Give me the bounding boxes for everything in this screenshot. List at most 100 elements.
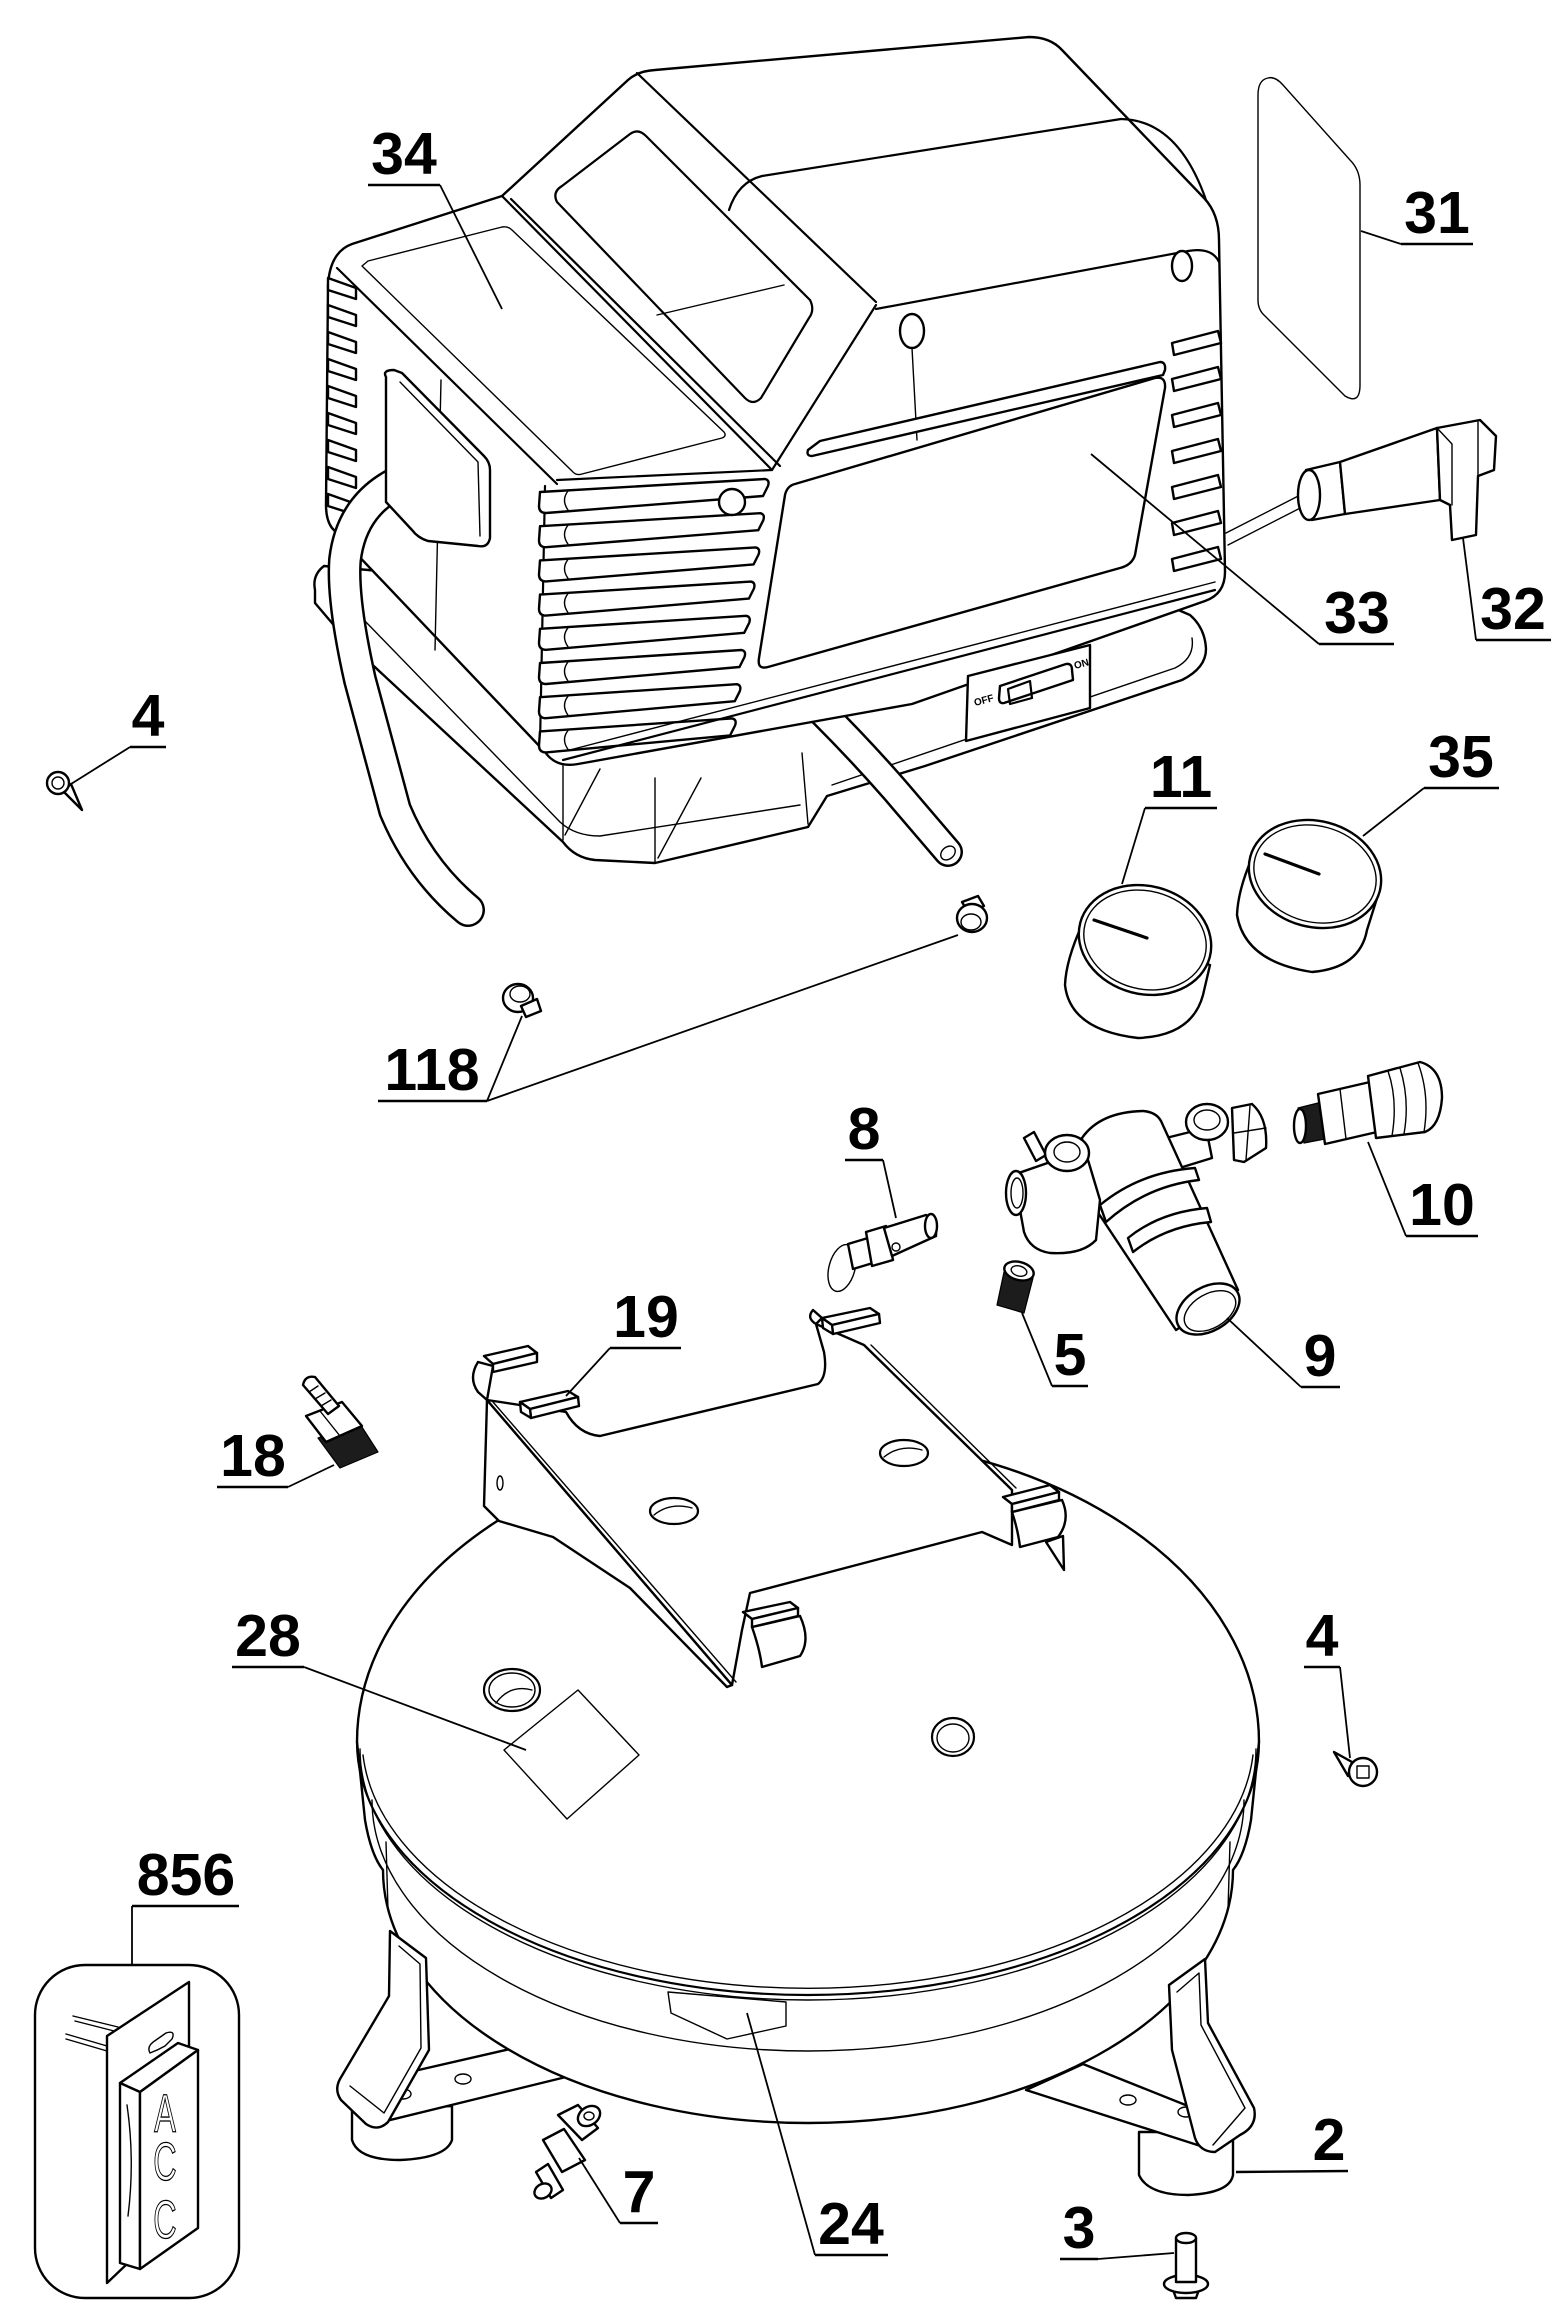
bracket-plate (485, 1322, 1014, 1687)
switch-rocker[interactable] (1006, 679, 1034, 706)
cover-screw-boss (1170, 249, 1194, 283)
hang-hook (148, 2031, 174, 2054)
leg-right-inner (1168, 1972, 1246, 2146)
cord-wrap-grip (383, 368, 492, 651)
tank-port-left-inner (488, 1672, 536, 1708)
front-louver-fin (563, 524, 569, 545)
nipple-end (1003, 1260, 1035, 1282)
nut-body (955, 902, 989, 934)
callout-leader (1226, 1317, 1302, 1388)
regulator-knob-face (1183, 1289, 1237, 1333)
front-louver-slot (537, 546, 761, 583)
power-switch[interactable]: OFF ON (964, 643, 1092, 743)
callout-label: 4 (132, 683, 165, 749)
left-louver-slot (326, 384, 358, 409)
front-louver-fin (563, 695, 569, 716)
tag-side (118, 2081, 142, 2271)
gauge-face (1077, 883, 1213, 997)
tag-letter: C (153, 2133, 176, 2192)
callout-leader (746, 2012, 816, 2256)
callout-label: 33 (1324, 580, 1390, 646)
callout-856: 856 (131, 1842, 239, 1965)
front-screw-boss (717, 487, 747, 517)
bracket-clip (808, 1306, 882, 1336)
bracket-clip (518, 1389, 581, 1420)
front-louver-fin (563, 627, 569, 648)
front-louver-fin (563, 729, 569, 751)
clip-curl (1010, 1498, 1067, 1549)
tag-side-mark (126, 2104, 132, 2217)
right-louver-slot (1170, 401, 1223, 429)
tank-port-left-arc (495, 1687, 533, 1704)
callout-18: 18 (217, 1423, 335, 1489)
drain-hex (541, 2127, 587, 2174)
regulator-hex-edges (1233, 1105, 1267, 1161)
callout-label: 9 (1304, 1323, 1337, 1389)
coupler-thread-end (1292, 1107, 1308, 1145)
callout-label: 3 (1063, 2195, 1096, 2261)
callouts: 34 31 33 32 4 118 (70, 121, 1551, 2261)
nut-tab (519, 997, 543, 1019)
handle-left-edge (500, 194, 782, 472)
leg-hole (454, 2073, 472, 2085)
tank-rim (355, 1740, 1261, 1997)
switch-on-label: ON (1073, 657, 1090, 672)
tank-tag-24 (667, 1991, 787, 2040)
grip-edge (399, 381, 481, 537)
safety-valve-8 (827, 1212, 939, 1293)
callout-4-left: 4 (70, 683, 166, 785)
callout-label: 35 (1428, 724, 1494, 790)
callout-leader (1360, 230, 1402, 245)
tag-front (138, 2048, 200, 2271)
clip-side (820, 1316, 835, 1336)
switch-off-label: OFF (973, 693, 995, 709)
callout-label: 7 (623, 2159, 656, 2225)
nipple-bore (1010, 1265, 1028, 1277)
plug-body (1338, 426, 1442, 516)
tank-port-right-inner (936, 1723, 970, 1753)
left-louver-slot (326, 465, 358, 490)
drain-bore (583, 2111, 595, 2121)
coupler-hex-edge (1339, 1088, 1347, 1140)
callout-leader (439, 184, 503, 310)
callout-24: 24 (746, 2012, 888, 2257)
clip-side (518, 1400, 533, 1420)
front-label-33 (757, 376, 1167, 669)
top-cover-front-edge (874, 249, 1221, 311)
tag-letter: A (154, 2085, 176, 2144)
callout-2: 2 (1235, 2107, 1349, 2174)
callout-label: 31 (1404, 180, 1470, 246)
hose-fill (330, 463, 483, 925)
screw-head (1347, 1756, 1379, 1788)
callout-5: 5 (1021, 1312, 1088, 1388)
outlet-hose (807, 697, 963, 867)
label-31 (1257, 76, 1361, 400)
leg-right (1167, 1957, 1256, 2154)
screw-4-right (1332, 1750, 1379, 1788)
housing-front-top-edge (555, 468, 774, 482)
quick-coupler-10 (1292, 1060, 1444, 1146)
screw-4-left (45, 770, 84, 812)
callout-33: 33 (1090, 453, 1394, 646)
pressure-regulator-9 (1004, 1102, 1268, 1336)
plug-collar-end (1296, 468, 1322, 522)
callout-leader (486, 1015, 523, 1102)
callout-label: 24 (818, 2191, 884, 2257)
clip-curl (808, 1308, 824, 1326)
plug-edges (1436, 421, 1479, 506)
tank-port-right (930, 1716, 976, 1758)
clip-front (1010, 1490, 1061, 1514)
regulator-manifold (1008, 1148, 1102, 1255)
bracket-hole (648, 1496, 700, 1526)
top-label-34 (361, 226, 726, 476)
right-louver-slot (1170, 365, 1223, 393)
callout-leader (303, 1666, 527, 1751)
callout-3: 3 (1060, 2195, 1175, 2261)
left-louvers (326, 276, 358, 517)
front-louver-fin (563, 490, 569, 511)
callout-4-right: 4 (1304, 1603, 1351, 1759)
left-louver-slot (326, 276, 358, 301)
right-louver-slot (1170, 509, 1223, 537)
compressor-mount-bracket (471, 1306, 1067, 1689)
callout-leader (565, 1347, 611, 1397)
